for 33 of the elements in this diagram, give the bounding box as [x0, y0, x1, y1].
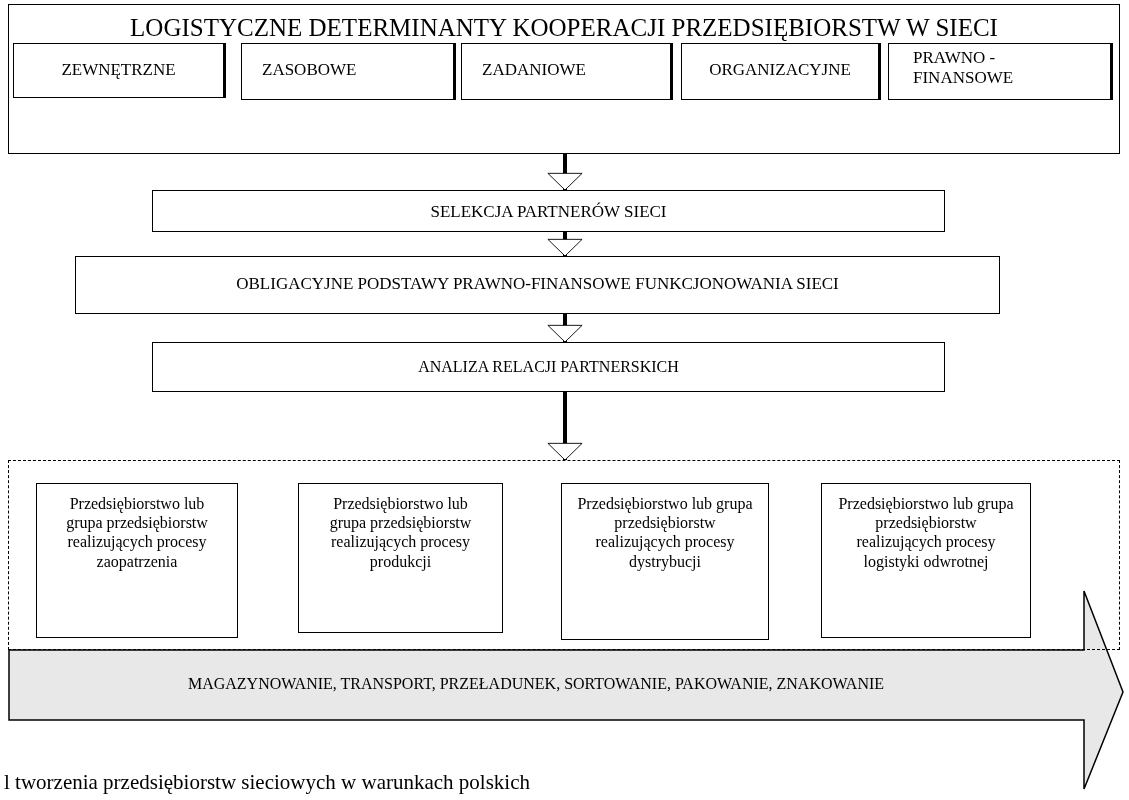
dashed-group-box [8, 460, 1120, 650]
arrow [547, 314, 583, 343]
process-box [241, 43, 456, 100]
node-label: ZASOBOWE [261, 60, 358, 81]
process-box [681, 43, 881, 100]
process-box [461, 43, 673, 100]
node-label: ANALIZA RELACJI PARTNERSKICH [417, 357, 680, 377]
node-label: PRAWNO - FINANSOWE [912, 48, 1015, 89]
node-label: SELEKCJA PARTNERÓW SIECI [429, 202, 668, 223]
process-box [152, 190, 945, 232]
node-label: Przedsiębiorstwo lub grupa przedsiębiorstw realizujących procesy produkcji [328, 494, 473, 571]
node-label: ZADANIOWE [481, 60, 587, 81]
group-box [8, 4, 1120, 154]
process-box [821, 483, 1031, 638]
arrow [547, 392, 583, 461]
caption: l tworzenia przedsiębiorstw sieciowych w warunkach polskich [4, 770, 530, 795]
process-box [152, 342, 945, 392]
node-label: MAGAZYNOWANIE, TRANSPORT, PRZEŁADUNEK, SORTOWANIE, PAKOWANIE, ZNAKOWANIE [186, 674, 886, 694]
node-label: Przedsiębiorstwo lub grupa przedsiębiorstw realizujących procesy logistyki odwrotnej [837, 494, 1015, 571]
node-label: ORGANIZACYJNE [708, 60, 852, 81]
node-label: LOGISTYCZNE DETERMINANTY KOOPERACJI PRZEDSIĘBIORSTW W SIECI [129, 13, 999, 43]
node-label: Przedsiębiorstwo lub grupa przedsiębiorstw realizujących procesy zaopatrzenia [65, 494, 209, 571]
arrow [547, 232, 583, 257]
process-box [75, 256, 1000, 314]
node-label: OBLIGACYJNE PODSTAWY PRAWNO-FINANSOWE FUNKCJONOWANIA SIECI [235, 274, 840, 295]
process-box [36, 483, 238, 638]
process-box [888, 43, 1113, 100]
arrow [547, 154, 583, 191]
node-label: ZEWNĘTRZNE [60, 60, 177, 81]
process-box [13, 43, 226, 98]
process-box [298, 483, 503, 633]
process-box [561, 483, 769, 640]
node-label: Przedsiębiorstwo lub grupa przedsiębiorstw realizujących procesy dystrybucji [576, 494, 754, 571]
